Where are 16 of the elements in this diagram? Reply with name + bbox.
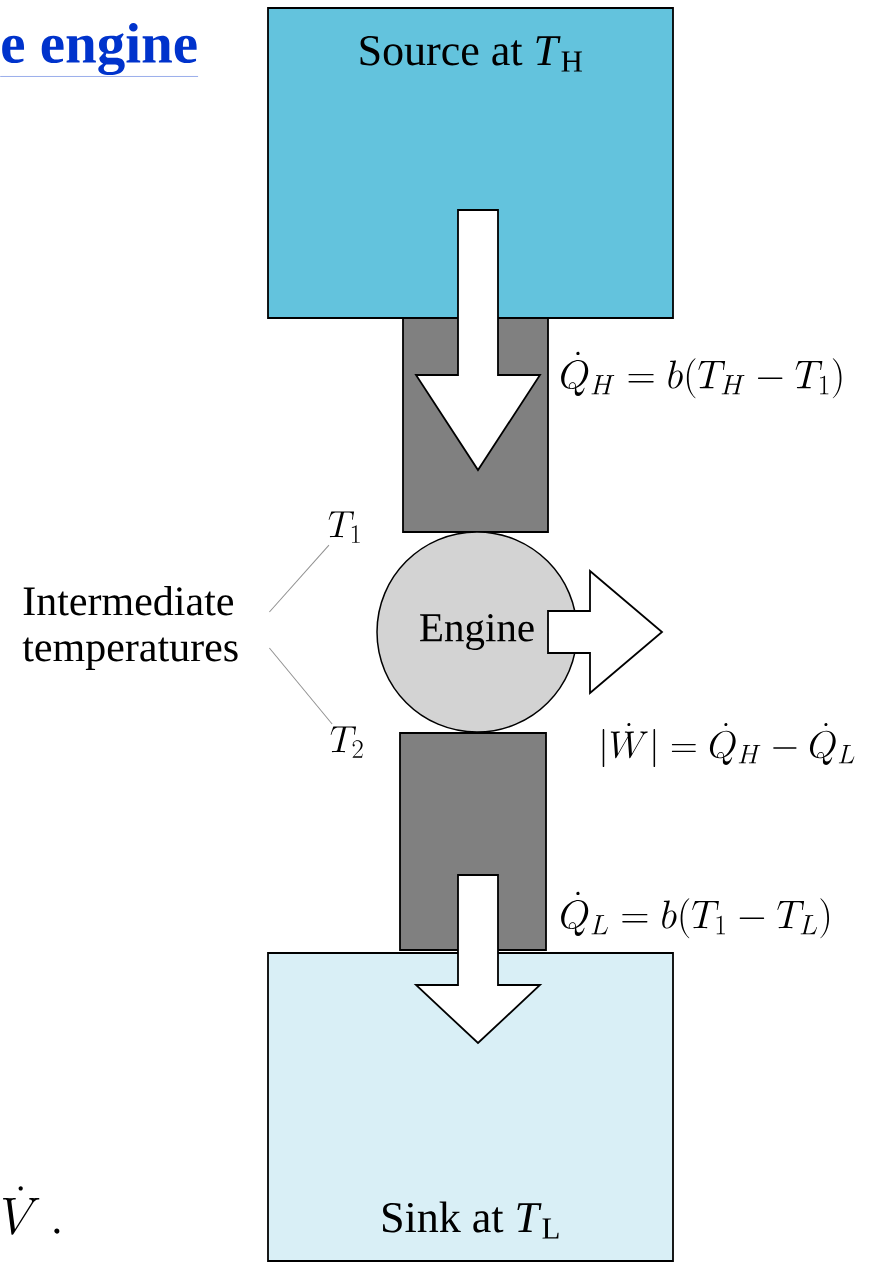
leader-line [268, 647, 333, 725]
equation-label: $\dot{Q}_H = b(T_H - T_1)$ [561, 351, 842, 399]
annotation-text: Intermediate temperatures [22, 585, 238, 671]
title: e engine [0, 22, 199, 77]
hollow-arrow [413, 874, 543, 1045]
conductor-block [399, 732, 547, 951]
leader-line [268, 544, 330, 613]
temperature-label: $T_1$ [328, 511, 360, 543]
source-box: Source at T$_{H}$ [267, 7, 674, 319]
temperature-label: $T_2$ [330, 726, 363, 758]
hollow-arrow [414, 209, 542, 472]
equation-label: $|\dot{W}| = \dot{Q}_H - \dot{Q}_L$ [602, 722, 855, 768]
formula: $\dot{V}\,.$ [3, 1186, 60, 1235]
hollow-arrow [547, 569, 664, 695]
equation-label: $\dot{Q}_L = b(T_1 - T_L)$ [561, 891, 829, 939]
sink-box: Sink at T$_{L}$ [267, 952, 674, 1262]
